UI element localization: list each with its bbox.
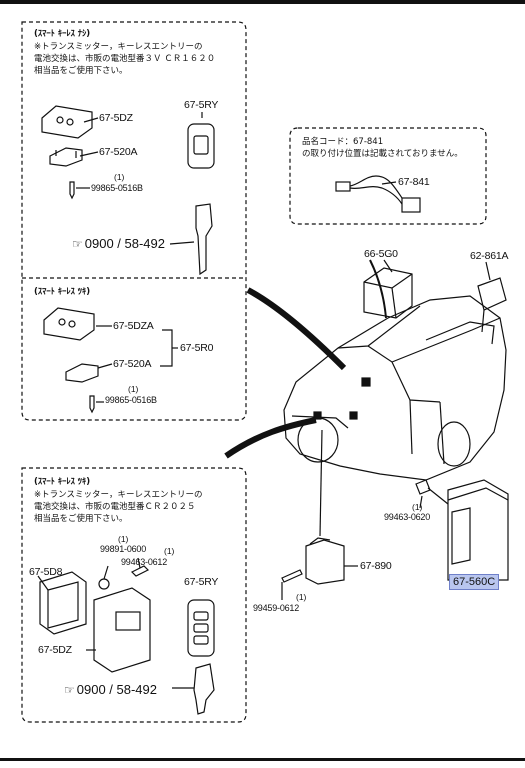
- panel-bottom-left-border: [21, 467, 247, 723]
- quantity-label: (1): [164, 546, 175, 556]
- battery-note-line: 電池交換は、市販の電池型番３Ｖ ＣＲ１６２０: [34, 54, 216, 64]
- battery-note-line: ※トランスミッター，キーレスエントリーの: [34, 490, 203, 500]
- part-number-label[interactable]: 67-5RY: [184, 99, 219, 111]
- panel-header-with-keyless: (ｽﾏｰﾄ ｷｰﾚｽ ﾂｷ): [34, 287, 91, 297]
- part-number-label[interactable]: 67-841: [398, 176, 430, 188]
- quantity-label: (1): [296, 592, 307, 602]
- reference-link[interactable]: ☞0900 / 58-492: [64, 682, 157, 697]
- top-rule: [0, 0, 525, 4]
- battery-note-line: 相当品をご使用下さい。: [34, 66, 128, 76]
- quantity-label: (1): [412, 502, 423, 512]
- quantity-label: (1): [118, 534, 129, 544]
- highlighted-part-number[interactable]: 67-560C: [449, 574, 500, 590]
- hand-pointer-icon: ☞: [72, 237, 83, 251]
- battery-note-line: 相当品をご使用下さい。: [34, 514, 128, 524]
- part-number-label[interactable]: 62-861A: [470, 250, 509, 262]
- battery-note-line: 電池交換は、市販の電池型番ＣＲ２０２５: [34, 502, 196, 512]
- battery-note-line: ※トランスミッター，キーレスエントリーの: [34, 42, 203, 52]
- part-number-label[interactable]: 67-520A: [113, 358, 152, 370]
- part-number-label[interactable]: 99865-0516B: [91, 183, 143, 193]
- reference-text: 0900 / 58-492: [76, 682, 157, 697]
- part-number-label[interactable]: 99459-0612: [253, 603, 300, 613]
- part-number-label[interactable]: 67-5D8: [29, 566, 63, 578]
- panel-top-left-border: [21, 21, 247, 421]
- car-body: [283, 295, 507, 481]
- bottom-rule: [0, 758, 525, 761]
- part-number-label[interactable]: 67-5RY: [184, 576, 219, 588]
- part-number-label[interactable]: 67-5DZA: [113, 320, 154, 332]
- part-number-label[interactable]: 67-5R0: [180, 342, 214, 354]
- harness-note-line: 品名コード：67-841: [302, 137, 384, 147]
- hand-pointer-icon: ☞: [64, 683, 75, 697]
- part-number-label[interactable]: 99463-0612: [121, 557, 168, 567]
- quantity-label: (1): [114, 172, 125, 182]
- quantity-label: (1): [128, 384, 139, 394]
- part-number-label[interactable]: 67-5DZ: [38, 644, 72, 656]
- part-number-label[interactable]: 99891-0600: [100, 544, 147, 554]
- part-number-label[interactable]: 99463-0620: [384, 512, 431, 522]
- harness-note-line: の取り付け位置は記載されておりません。: [302, 149, 463, 159]
- part-number-label[interactable]: 66-5G0: [364, 248, 398, 260]
- part-number-label[interactable]: 67-520A: [99, 146, 138, 158]
- part-number-label[interactable]: 99865-0516B: [105, 395, 157, 405]
- panel-header-no-keyless: (ｽﾏｰﾄ ｷｰﾚｽ ﾅｼ): [34, 29, 91, 39]
- part-number-label[interactable]: 67-890: [360, 560, 392, 572]
- part-number-label[interactable]: 67-5DZ: [99, 112, 133, 124]
- reference-text: 0900 / 58-492: [84, 236, 165, 251]
- panel-top-right-border: [289, 127, 487, 225]
- panel-header-with-keyless: (ｽﾏｰﾄ ｷｰﾚｽ ﾂｷ): [34, 477, 91, 487]
- reference-link[interactable]: ☞0900 / 58-492: [72, 236, 165, 251]
